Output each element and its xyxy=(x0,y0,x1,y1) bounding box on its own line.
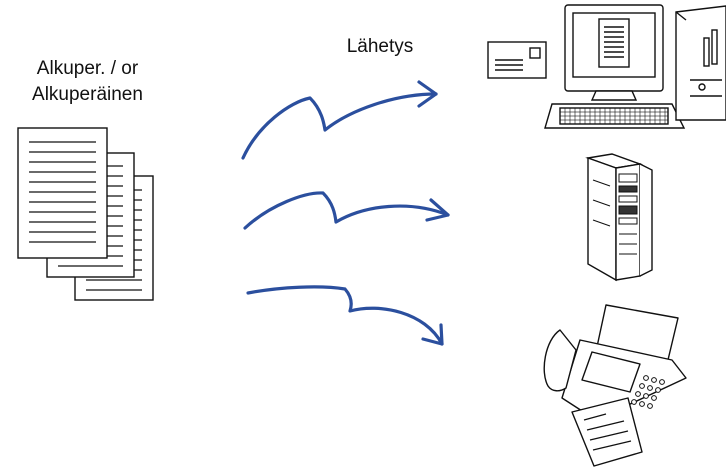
original-label: Alkuper. / or Alkuperäinen xyxy=(0,56,175,108)
original-documents-icon xyxy=(17,127,154,301)
server-icon xyxy=(585,153,653,282)
original-label-line2: Alkuperäinen xyxy=(32,84,143,105)
keyboard-icon xyxy=(544,103,686,129)
fax-machine-icon xyxy=(543,304,687,467)
tower-case-icon xyxy=(675,5,726,121)
computer-with-email-icon xyxy=(487,4,726,129)
original-label-line1: Alkuper. / or xyxy=(36,58,139,79)
monitor-icon xyxy=(564,4,664,101)
arrow-to-server xyxy=(243,191,450,230)
send-label: Lähetys xyxy=(346,36,414,57)
arrow-to-fax xyxy=(246,285,444,346)
document-page-front xyxy=(17,127,108,259)
arrow-to-computer xyxy=(241,80,438,160)
email-envelope-icon xyxy=(487,41,547,79)
